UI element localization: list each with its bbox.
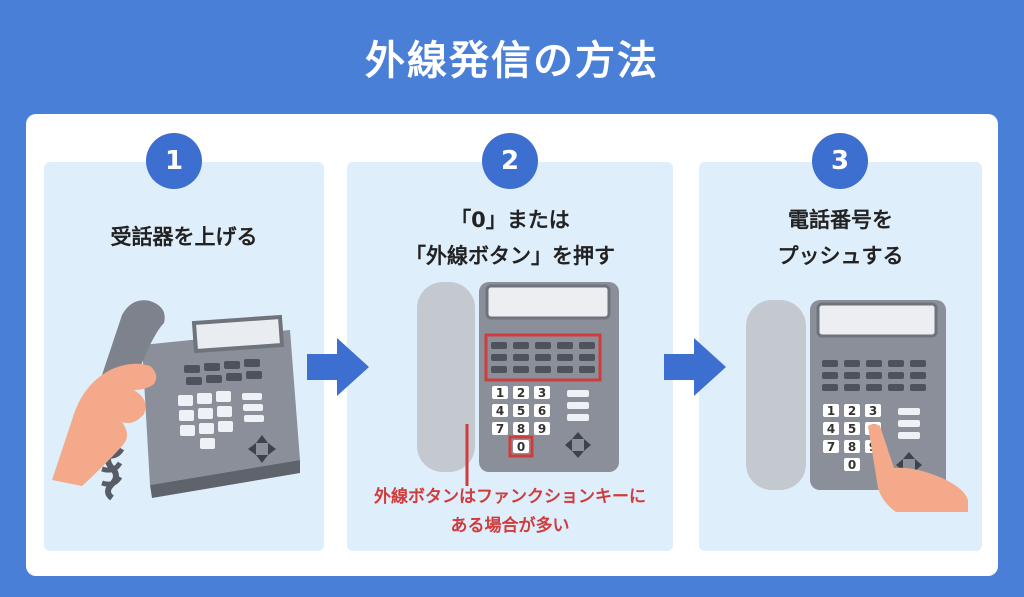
- keypad-key-label: 7: [827, 440, 835, 454]
- keypad-key: [513, 386, 529, 399]
- keypad-key-label: 5: [517, 404, 525, 418]
- note-line: ある場合が多い: [450, 516, 570, 536]
- keypad-key: [513, 440, 529, 453]
- step-1-label: 受話器を上げる: [44, 219, 324, 255]
- hand-shape: [52, 363, 157, 486]
- handset-shape: [746, 300, 806, 490]
- dpad-icon: [565, 432, 591, 458]
- step-2-label-line: 「0」または: [450, 208, 570, 232]
- keypad-key: [492, 404, 508, 417]
- keypad-key: [513, 404, 529, 417]
- step-3-label-line: 電話番号を: [788, 208, 893, 232]
- keypad-key-label: 0: [517, 440, 525, 454]
- keypad-key-label: 3: [538, 386, 546, 400]
- keypad-key: [534, 404, 550, 417]
- step-1-label-line: 受話器を上げる: [110, 225, 258, 249]
- finger-shape: [868, 424, 968, 512]
- keypad-key-label: 1: [827, 404, 835, 418]
- page-title: 外線発信の方法: [365, 38, 659, 84]
- keypad-key-label: 4: [827, 422, 835, 436]
- step-3-label-line: プッシュする: [777, 244, 904, 268]
- keypad-key: [823, 422, 839, 435]
- keypad-key: [823, 440, 839, 453]
- keypad-key-label: 6: [538, 404, 546, 418]
- function-keys-highlight: [484, 333, 602, 382]
- arrow-right-icon: [664, 338, 726, 396]
- keypad-key-label: 0: [848, 458, 856, 472]
- keypad-key-label: 8: [517, 422, 525, 436]
- keypad-key-label: 4: [496, 404, 504, 418]
- keypad-key: [492, 422, 508, 435]
- keypad-key: [513, 422, 529, 435]
- step-2-badge: 2: [482, 133, 538, 189]
- keypad-key: [865, 404, 881, 417]
- step-2-label-line: 「外線ボタン」を押す: [405, 244, 615, 268]
- keypad-key-label: 7: [496, 422, 504, 436]
- keypad-key-label: 5: [848, 422, 856, 436]
- keypad-key: [534, 386, 550, 399]
- keypad-key: [844, 440, 860, 453]
- keypad-key: [844, 404, 860, 417]
- step-3-label: 電話番号を プッシュする: [699, 202, 982, 274]
- keypad-key-label: 1: [496, 386, 504, 400]
- keypad-key-label: 8: [848, 440, 856, 454]
- phone-handset-lifted-illustration: [52, 300, 300, 501]
- keypad-key-label: 3: [869, 404, 877, 418]
- step-1-badge: 1: [146, 133, 202, 189]
- arrow-right-icon: [307, 338, 369, 396]
- keypad-key: [534, 422, 550, 435]
- handset-shape: [417, 282, 475, 472]
- callout-line: [465, 424, 469, 486]
- zero-key-highlight: [508, 435, 534, 458]
- keypad-key: [844, 422, 860, 435]
- keypad-key-label: 2: [848, 404, 856, 418]
- keypad-key: [823, 404, 839, 417]
- note-line: 外線ボタンはファンクションキーに: [374, 487, 646, 507]
- function-key-note: 外線ボタンはファンクションキーに ある場合が多い: [347, 483, 673, 541]
- keypad-key-label: 2: [517, 386, 525, 400]
- step-2-label: 「0」または 「外線ボタン」を押す: [347, 202, 673, 274]
- keypad-key-label: 9: [538, 422, 546, 436]
- keypad-key: [844, 458, 860, 471]
- step-3-badge: 3: [812, 133, 868, 189]
- keypad-key: [492, 386, 508, 399]
